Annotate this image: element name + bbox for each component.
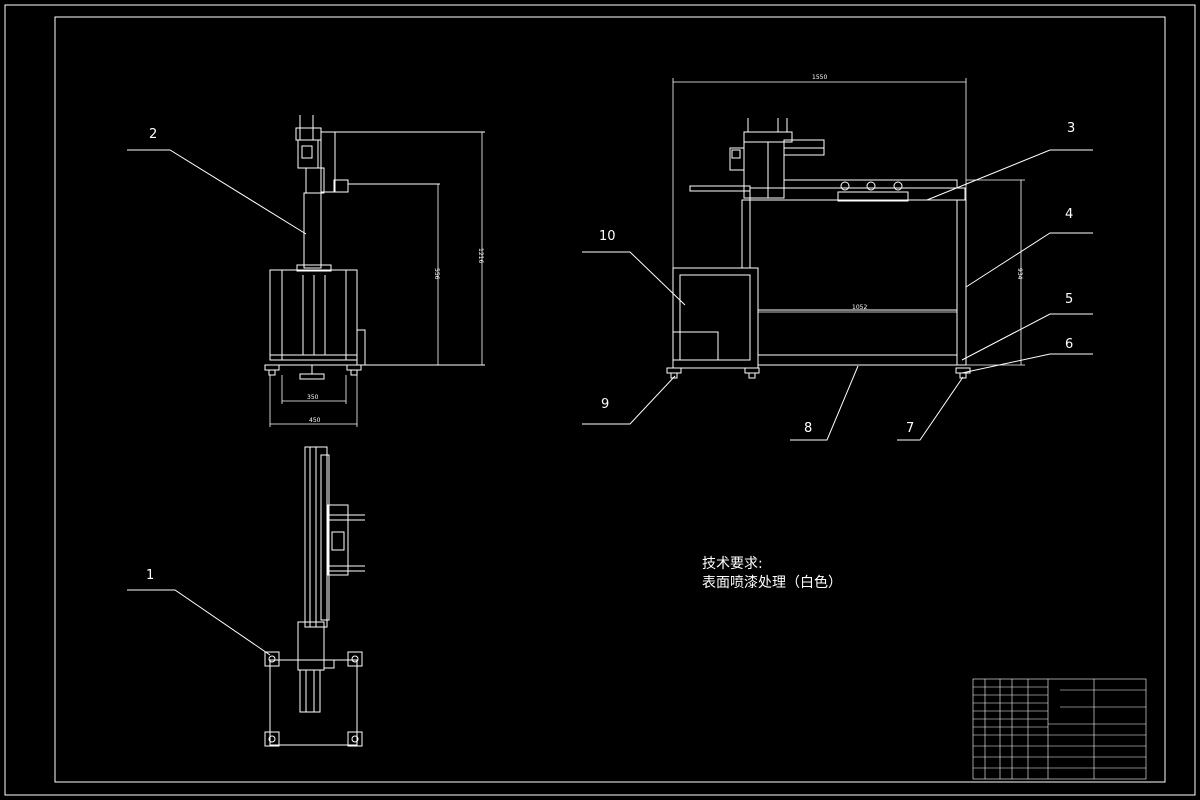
callout-4: 4 <box>1065 207 1073 222</box>
dim-front-inner: 1052 <box>852 304 867 311</box>
dim-front-width: 1550 <box>812 74 827 81</box>
dim-side-height-upper: 556 <box>433 268 440 280</box>
dim-side-inner: 350 <box>307 394 319 401</box>
side-view <box>264 115 485 380</box>
callout-6: 6 <box>1065 337 1073 352</box>
dim-front-height: 934 <box>1016 268 1023 280</box>
side-view-dimensions <box>269 132 483 427</box>
dim-side-height-total: 1216 <box>477 248 484 263</box>
callout-10: 10 <box>599 229 616 244</box>
callout-3: 3 <box>1067 121 1075 136</box>
front-view <box>666 118 971 379</box>
inner-frame <box>54 16 1166 783</box>
front-view-dimensions <box>672 78 1025 366</box>
callout-1: 1 <box>146 568 154 583</box>
callout-7: 7 <box>906 421 914 436</box>
callout-5: 5 <box>1065 292 1073 307</box>
technical-requirements-line: 表面喷漆处理（白色） <box>702 575 842 591</box>
callout-9: 9 <box>601 397 609 412</box>
callout-8: 8 <box>804 421 812 436</box>
technical-requirements-title: 技术要求: <box>702 556 763 572</box>
callout-2: 2 <box>149 127 157 142</box>
leader-lines <box>127 149 1093 656</box>
top-view <box>264 446 365 747</box>
outer-frame <box>4 4 1196 796</box>
title-block <box>972 678 1147 780</box>
dim-side-width: 450 <box>309 417 321 424</box>
